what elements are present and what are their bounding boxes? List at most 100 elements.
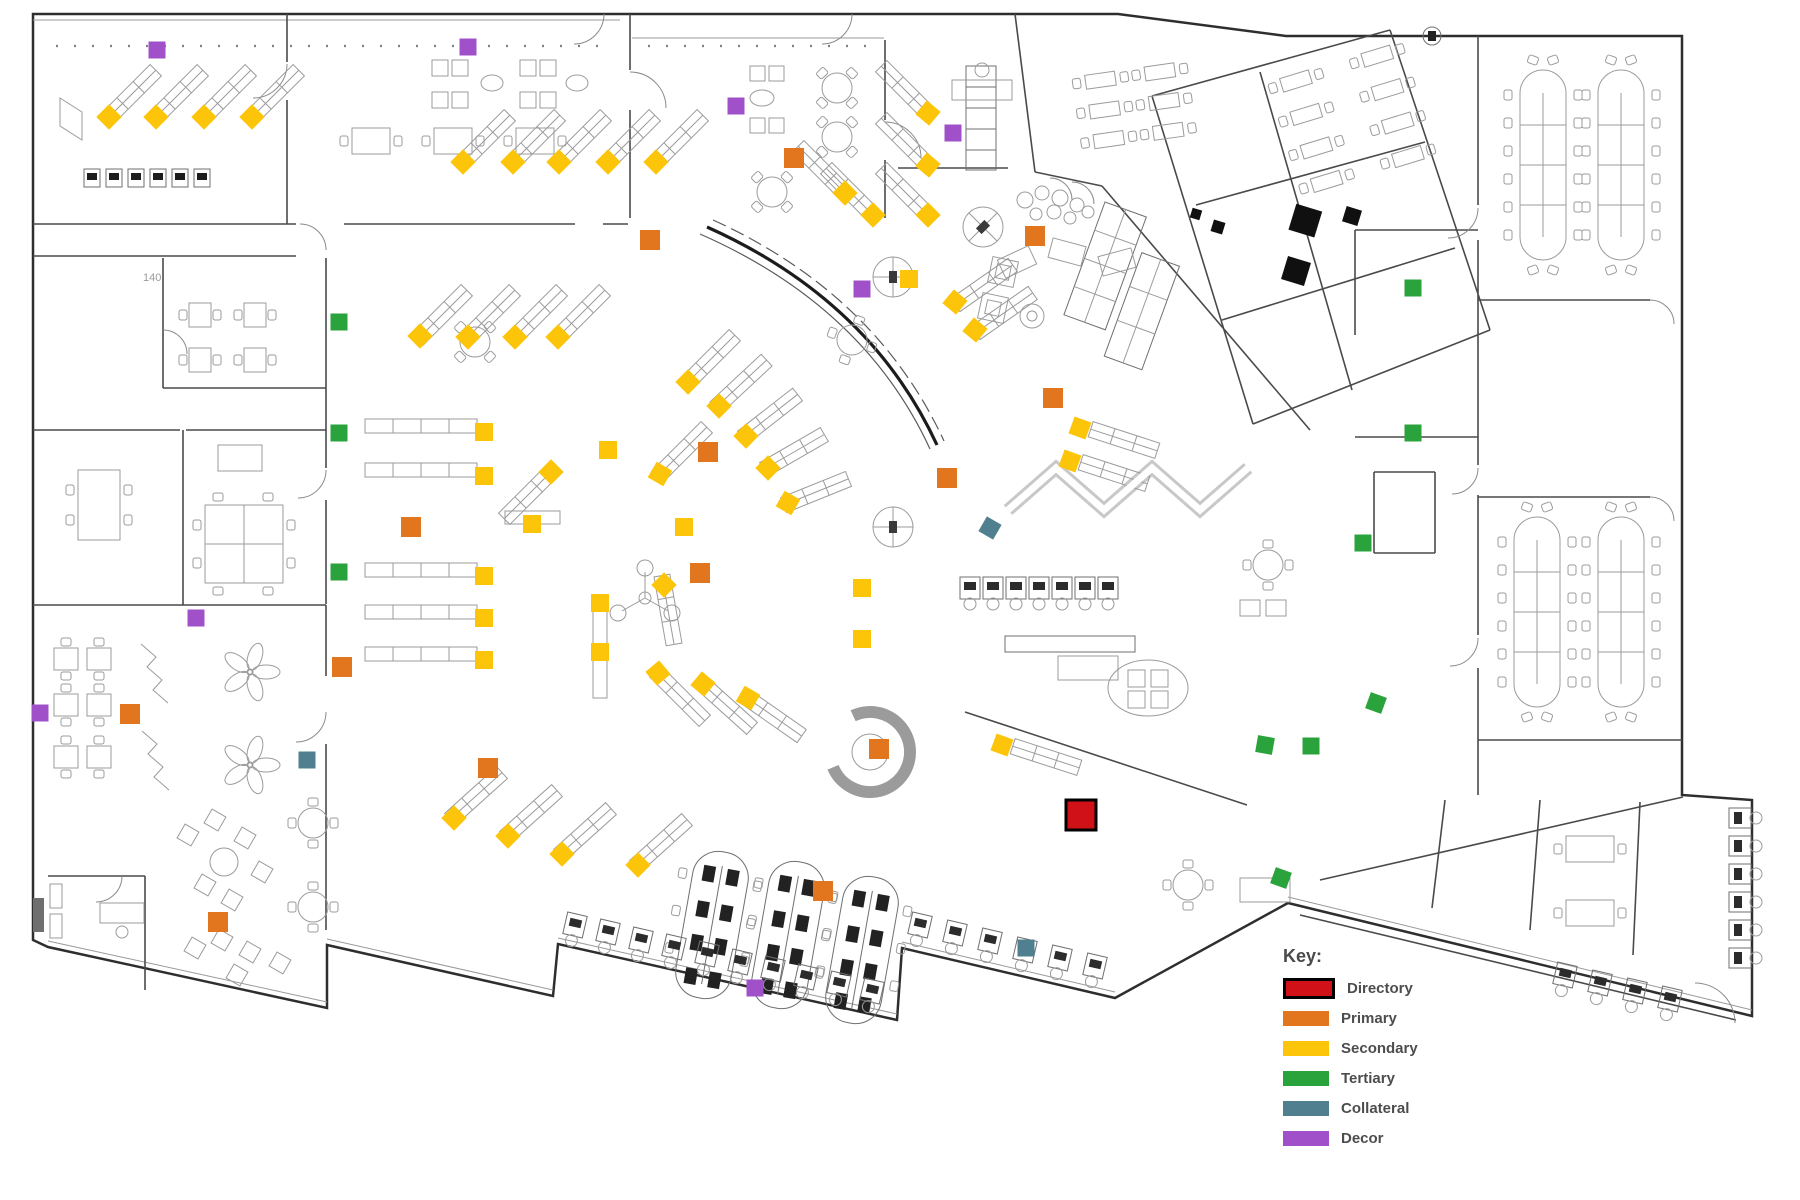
exterior-walls — [31, 12, 1754, 1022]
marker-secondary — [735, 685, 761, 711]
marker-decor — [944, 124, 962, 142]
marker-secondary — [595, 149, 621, 175]
marker-secondary — [733, 423, 759, 449]
marker-decor — [187, 609, 205, 627]
marker-decor — [746, 979, 764, 997]
marker-secondary — [475, 609, 493, 627]
marker-primary — [208, 912, 228, 932]
marker-primary — [869, 739, 889, 759]
marker-secondary — [942, 289, 968, 315]
marker-secondary — [900, 270, 918, 288]
marker-secondary — [915, 100, 941, 126]
marker-secondary — [545, 324, 571, 350]
marker-secondary — [690, 671, 716, 697]
marker-primary — [698, 442, 718, 462]
marker-secondary — [523, 515, 541, 533]
marker-secondary — [853, 579, 871, 597]
marker-secondary — [832, 180, 858, 206]
core-shafts — [1189, 26, 1442, 286]
marker-primary — [813, 881, 833, 901]
marker-secondary — [625, 852, 651, 878]
marker-secondary — [549, 841, 575, 867]
marker-secondary — [599, 441, 617, 459]
marker-primary — [1025, 226, 1045, 246]
marker-decor — [727, 97, 745, 115]
marker-tertiary — [330, 313, 348, 331]
marker-secondary — [441, 805, 467, 831]
legend-swatch-tertiary — [1283, 1071, 1329, 1086]
marker-secondary — [706, 393, 732, 419]
marker-decor — [31, 704, 49, 722]
marker-decor — [853, 280, 871, 298]
marker-secondary — [495, 823, 521, 849]
marker-collateral — [978, 516, 1002, 540]
legend-title: Key: — [1283, 946, 1323, 966]
marker-secondary — [647, 461, 673, 487]
marker-primary — [690, 563, 710, 583]
marker-decor — [148, 41, 166, 59]
legend-row-decor: Decor — [1283, 1130, 1543, 1147]
legend-label-directory: Directory — [1347, 980, 1413, 997]
legend-swatch-collateral — [1283, 1101, 1329, 1116]
marker-collateral — [1017, 939, 1035, 957]
marker-primary — [401, 517, 421, 537]
marker-primary — [120, 704, 140, 724]
legend-swatch-directory — [1283, 978, 1335, 999]
marker-primary — [784, 148, 804, 168]
marker-secondary — [915, 202, 941, 228]
marker-secondary — [502, 324, 528, 350]
marker-secondary — [675, 518, 693, 536]
marker-secondary — [675, 369, 701, 395]
interior-walls — [33, 13, 1737, 1024]
marker-secondary — [755, 455, 781, 481]
marker-secondary — [538, 459, 564, 485]
signage-markers-layer — [31, 38, 1422, 997]
legend-swatch-decor — [1283, 1131, 1329, 1146]
marker-secondary — [591, 643, 609, 661]
legend-label-collateral: Collateral — [1341, 1100, 1410, 1117]
marker-primary — [478, 758, 498, 778]
marker-secondary — [455, 324, 481, 350]
legend-row-tertiary: Tertiary — [1283, 1070, 1543, 1087]
marker-directory — [1064, 798, 1098, 832]
marker-secondary — [645, 660, 671, 686]
marker-primary — [332, 657, 352, 677]
legend-swatch-primary — [1283, 1011, 1329, 1026]
marker-secondary — [475, 651, 493, 669]
room-number-label: 140 — [143, 272, 161, 284]
marker-secondary — [475, 567, 493, 585]
legend-label-primary: Primary — [1341, 1010, 1397, 1027]
marker-primary — [937, 468, 957, 488]
legend-row-directory: Directory — [1283, 978, 1543, 999]
marker-secondary — [643, 149, 669, 175]
marker-primary — [640, 230, 660, 250]
legend-label-secondary: Secondary — [1341, 1040, 1418, 1057]
marker-secondary — [475, 467, 493, 485]
marker-secondary — [475, 423, 493, 441]
marker-secondary — [775, 490, 801, 516]
marker-decor — [459, 38, 477, 56]
marker-tertiary — [330, 424, 348, 442]
marker-collateral — [298, 751, 316, 769]
marker-secondary — [450, 149, 476, 175]
marker-secondary — [860, 202, 886, 228]
marker-secondary — [853, 630, 871, 648]
marker-tertiary — [330, 563, 348, 581]
marker-secondary — [407, 323, 433, 349]
marker-tertiary — [1270, 867, 1292, 889]
legend-swatch-secondary — [1283, 1041, 1329, 1056]
legend-row-primary: Primary — [1283, 1010, 1543, 1027]
marker-tertiary — [1255, 735, 1275, 755]
marker-primary — [1043, 388, 1063, 408]
marker-secondary — [915, 152, 941, 178]
marker-secondary — [546, 149, 572, 175]
marker-secondary — [1058, 449, 1082, 473]
marker-tertiary — [1404, 279, 1422, 297]
marker-secondary — [1068, 416, 1092, 440]
marker-secondary — [96, 104, 122, 130]
legend-row-secondary: Secondary — [1283, 1040, 1543, 1057]
